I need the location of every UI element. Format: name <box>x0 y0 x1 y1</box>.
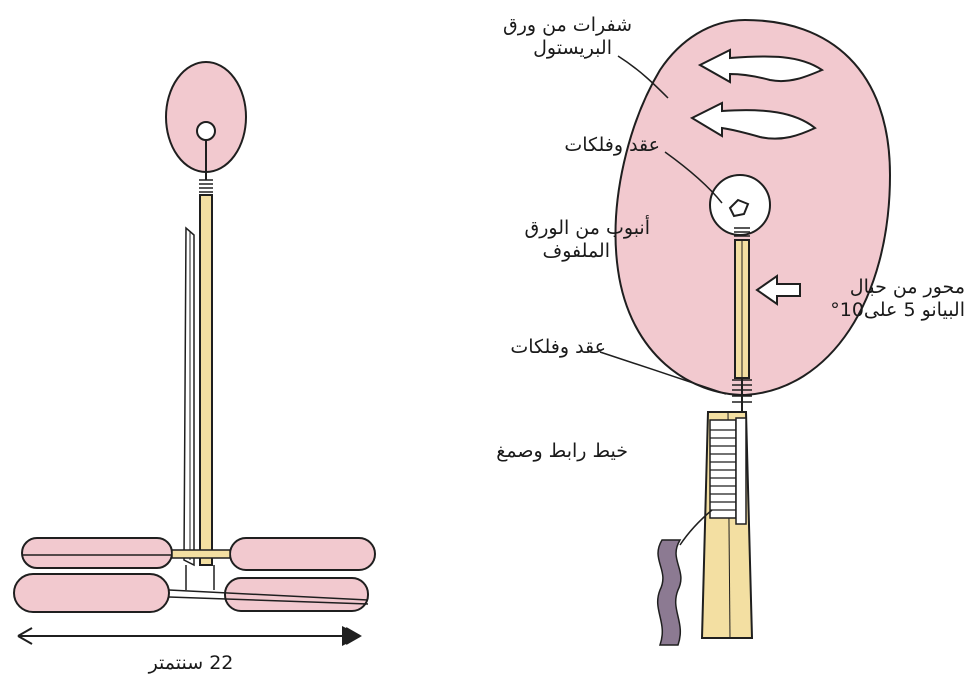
left-rubber-band <box>184 228 194 565</box>
rubber-rope <box>658 540 681 645</box>
thread-binding <box>710 418 746 524</box>
right-hub <box>710 175 770 235</box>
label-blades-line-1: شفرات من ورق <box>452 14 632 37</box>
left-top-knots <box>199 180 213 192</box>
width-label: 22 سنتمتر <box>136 652 246 675</box>
left-lower-wing-left <box>14 574 169 612</box>
label-thread: خيط رابط وصمغ <box>448 440 628 463</box>
left-upper-wing-left <box>22 538 172 568</box>
label-blades-line-2: البريستول <box>452 37 612 60</box>
left-model <box>14 62 375 644</box>
left-mast <box>200 195 212 565</box>
label-axis: محور من حبال البيانو 5 على10° <box>795 276 965 322</box>
label-knot-top: عقد وفلكات <box>520 134 660 157</box>
label-blades: شفرات من ورق البريستول <box>452 14 632 60</box>
label-tube-line-1: أنبوب من الورق <box>460 217 650 240</box>
label-axis-line-2: البيانو 5 على10° <box>795 299 965 322</box>
left-upper-wing-right <box>230 538 375 570</box>
right-detail <box>600 20 890 645</box>
label-tube-line-2: الملفوف <box>460 240 610 263</box>
label-knot-bottom: عقد وفلكات <box>466 336 606 359</box>
label-tube: أنبوب من الورق الملفوف <box>460 217 650 263</box>
label-axis-line-1: محور من حبال <box>795 276 965 299</box>
left-hub <box>197 122 215 140</box>
